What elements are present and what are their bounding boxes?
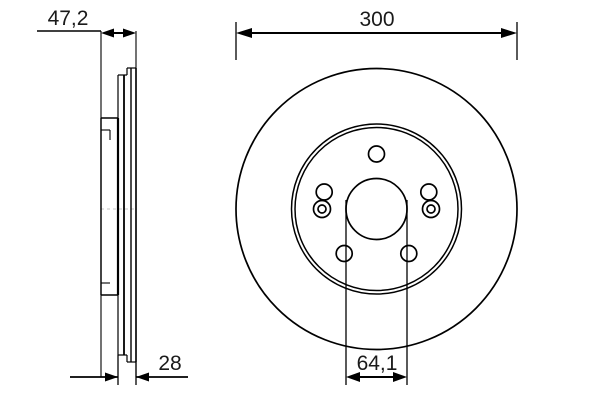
center-bore-circle (345, 177, 408, 241)
bolt-hole-top (367, 145, 386, 163)
rotor-outer-circle (235, 67, 518, 351)
side-section-view (37, 28, 188, 385)
friction-ring-inner-circle-inner (294, 126, 459, 292)
bolt-hole-upper-right (419, 183, 438, 201)
bolt-hole-lower-left (335, 244, 354, 263)
friction-ring-inner-circle-outer (290, 123, 463, 295)
front-face-view (235, 22, 518, 385)
bolt-hole-lower-right (399, 244, 418, 263)
thickness-dimension-arrow-right (136, 372, 149, 382)
bore-dimension-arrow-left (346, 372, 360, 382)
bore-diameter-dimension-label: 64,1 (357, 352, 398, 375)
bolt-hole-upper-left (315, 183, 334, 201)
pilot-hole-right-inner (426, 204, 436, 214)
pilot-hole-right-outer (421, 199, 441, 219)
pilot-hole-left-outer (312, 199, 332, 219)
pilot-hole-left-inner (317, 204, 327, 214)
height-dimension-label: 47,2 (48, 7, 89, 30)
thickness-dimension-arrow-left (105, 372, 118, 382)
thickness-dimension-label: 28 (158, 352, 181, 375)
height-dimension-arrow-left (101, 28, 114, 38)
outer-diameter-dimension-label: 300 (359, 8, 394, 31)
diameter-dimension-arrow-right (501, 28, 517, 38)
diameter-dimension-arrow-left (236, 28, 252, 38)
height-dimension-arrow-right (123, 28, 136, 38)
bore-dimension-arrow-right (393, 372, 407, 382)
